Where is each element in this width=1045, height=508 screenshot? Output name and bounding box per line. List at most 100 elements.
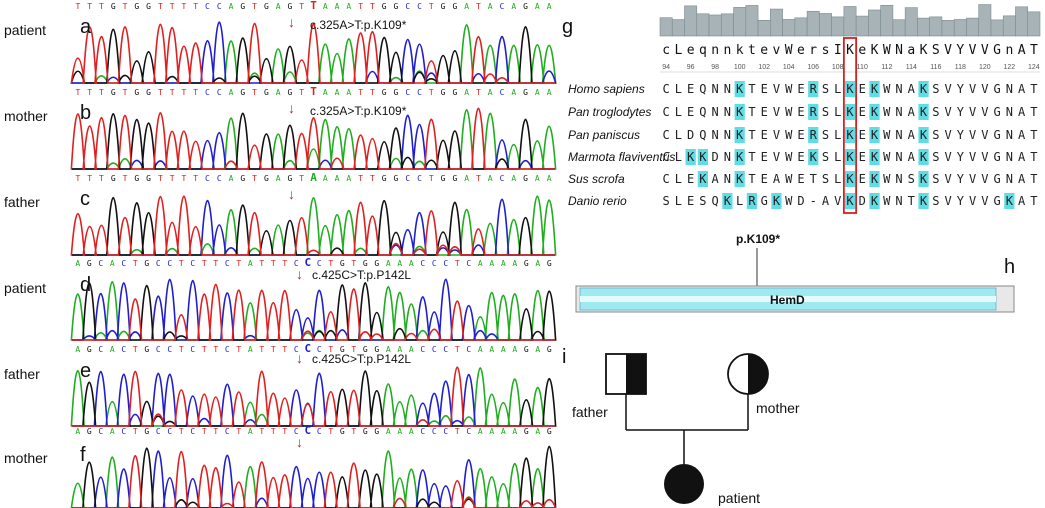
alignment-residue: V xyxy=(773,105,780,119)
sequence-base: C xyxy=(190,427,195,436)
alignment-residue: N xyxy=(1006,82,1013,96)
conservation-bar xyxy=(880,4,894,37)
alignment-residue: Q xyxy=(712,194,719,208)
alignment-residue: T xyxy=(1030,150,1037,164)
residue-highlight xyxy=(734,81,745,97)
alignment-residue: Y xyxy=(957,194,965,208)
sequence-base: A xyxy=(489,427,494,436)
sequence-base: C xyxy=(466,259,471,268)
sequence-base: C xyxy=(317,345,322,354)
consensus-residue: c xyxy=(662,43,670,58)
arrow-down-icon: ↓ xyxy=(288,14,295,30)
consensus-residue: q xyxy=(699,43,707,58)
sequence-base: T xyxy=(252,2,257,11)
sequence-base: G xyxy=(146,88,151,97)
position-label: 108 xyxy=(832,64,844,71)
arrow-down-icon: ↓ xyxy=(296,434,303,450)
sequence-base: T xyxy=(358,174,363,183)
alignment-residue: V xyxy=(981,105,988,119)
alignment-residue: N xyxy=(895,194,902,208)
alignment-residue: W xyxy=(785,105,793,119)
alignment-residue: K xyxy=(846,150,854,164)
alignment-residue: G xyxy=(993,82,1000,96)
alignment-residue: K xyxy=(736,150,744,164)
sequence-base: C xyxy=(167,427,172,436)
sequence-base: A xyxy=(512,259,517,268)
alignment-residue: E xyxy=(797,128,804,142)
chromatogram-trace-A xyxy=(72,195,557,256)
sequence-base: A xyxy=(229,174,234,183)
sequence-base: C xyxy=(205,2,210,11)
sequence-base: G xyxy=(144,427,149,436)
sequence-base: A xyxy=(75,345,80,354)
sequence-base: T xyxy=(75,174,80,183)
sequence-base: C xyxy=(432,427,437,436)
sequence-base: G xyxy=(87,427,92,436)
sequence-base: C xyxy=(432,345,437,354)
alignment-residue: K xyxy=(920,82,928,96)
sequence-base: A xyxy=(248,427,253,436)
alignment-residue: N xyxy=(712,105,719,119)
sequence-base: T xyxy=(351,259,356,268)
sequence-base: G xyxy=(374,345,379,354)
sequence-base: G xyxy=(288,88,293,97)
chromatogram-trace-T xyxy=(70,107,555,170)
alignment-residue: N xyxy=(895,172,902,186)
sequence-base: T xyxy=(213,259,218,268)
sequence-base: G xyxy=(441,2,446,11)
sequence-base: C xyxy=(500,2,505,11)
consensus-residue: L xyxy=(674,43,682,58)
conservation-bar xyxy=(782,19,796,37)
alignment-residue: E xyxy=(761,128,768,142)
alignment-residue: K xyxy=(920,105,928,119)
sequence-base: T xyxy=(259,427,264,436)
alignment-residue: V xyxy=(981,128,988,142)
consensus-residue: Y xyxy=(956,43,964,58)
alignment-residue: K xyxy=(920,172,928,186)
sequence-base: G xyxy=(288,2,293,11)
consensus-residue: e xyxy=(760,43,768,58)
sequence-base: T xyxy=(133,427,138,436)
sequence-base: G xyxy=(524,345,529,354)
alignment-residue: D xyxy=(859,194,866,208)
residue-highlight xyxy=(808,81,819,97)
sequence-base: G xyxy=(134,2,139,11)
panel-label-e: e xyxy=(80,360,92,382)
position-label: 94 xyxy=(662,64,670,71)
sequence-base: A xyxy=(346,174,351,183)
alignment-residue: K xyxy=(871,105,879,119)
sequence-base: T xyxy=(236,345,241,354)
alignment-residue: G xyxy=(993,128,1000,142)
sequence-base: A xyxy=(511,88,516,97)
consensus-residue: r xyxy=(809,43,817,58)
sequence-base: A xyxy=(464,2,469,11)
sequence-base: A xyxy=(386,427,391,436)
sequence-base: A xyxy=(501,259,506,268)
alignment-residue: N xyxy=(712,128,719,142)
sequence-base: T xyxy=(193,174,198,183)
sequence-base: A xyxy=(512,427,517,436)
panel-label-b: b xyxy=(80,102,92,124)
sequence-base: A xyxy=(547,174,552,183)
sequence-base: A xyxy=(323,88,328,97)
sequence-base: T xyxy=(123,88,128,97)
alignment-residue: E xyxy=(687,172,694,186)
residue-highlight xyxy=(869,193,880,209)
alignment-residue: Y xyxy=(957,82,965,96)
sequence-base: G xyxy=(363,345,368,354)
sequence-base: C xyxy=(500,174,505,183)
alignment-residue: T xyxy=(908,194,915,208)
alignment-residue: L xyxy=(675,150,682,164)
patient-circle xyxy=(664,464,704,504)
sequence-base: C xyxy=(405,174,410,183)
conservation-bar xyxy=(757,19,771,37)
alignment-residue: K xyxy=(871,150,879,164)
conservation-bar xyxy=(831,16,845,37)
sequence-base: C xyxy=(417,2,422,11)
sequence-base: T xyxy=(133,345,138,354)
sequence-base: T xyxy=(179,259,184,268)
alignment-residue: S xyxy=(822,172,829,186)
sequence-base: C xyxy=(205,88,210,97)
alignment-residue: V xyxy=(981,150,988,164)
sequence-base: T xyxy=(75,88,80,97)
